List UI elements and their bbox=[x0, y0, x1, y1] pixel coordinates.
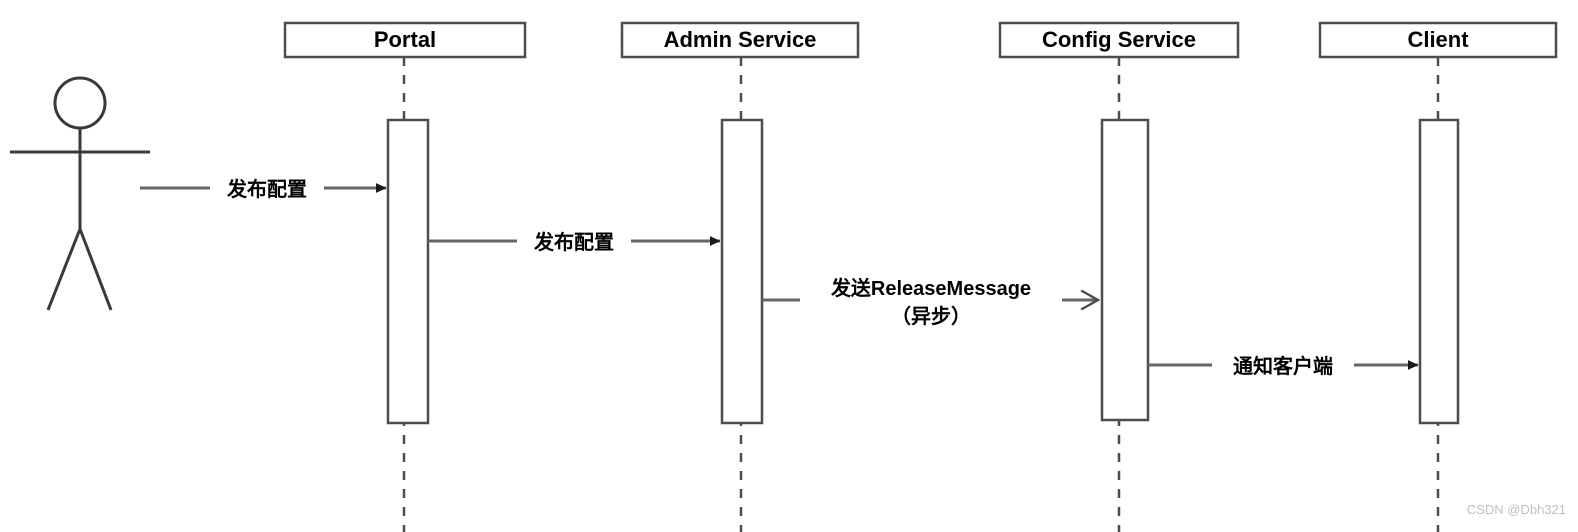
participant-headers-group: Portal Admin Service Config Service Clie… bbox=[283, 21, 1558, 59]
participant-label-client: Client bbox=[1407, 27, 1469, 52]
message-label-backdrop-3 bbox=[800, 274, 1062, 330]
message-label-2: 发布配置 bbox=[533, 230, 614, 254]
message-label-backdrop-2 bbox=[517, 225, 631, 255]
message-publish-config-actor-to-portal[interactable]: 发布配置 bbox=[140, 172, 387, 202]
actor-stick-figure bbox=[10, 76, 150, 311]
activation-bar-client bbox=[1418, 118, 1460, 425]
participant-box-config-service[interactable] bbox=[998, 21, 1240, 59]
actor-head-icon bbox=[53, 76, 107, 130]
message-label-4: 通知客户端 bbox=[1233, 354, 1333, 378]
participant-box-portal[interactable] bbox=[283, 21, 527, 59]
activation-bars-group bbox=[386, 118, 1460, 425]
watermark-label: CSDN @Dbh321 bbox=[1467, 502, 1566, 517]
actor-right-leg-line bbox=[78, 228, 113, 311]
participant-label-admin-service: Admin Service bbox=[664, 27, 817, 52]
activation-bar-admin-service bbox=[720, 118, 764, 425]
message-publish-config-portal-to-admin[interactable]: 发布配置 bbox=[428, 225, 721, 255]
message-send-release-message-admin-to-config[interactable]: 发送ReleaseMessage （异步） bbox=[762, 274, 1098, 330]
participant-box-client[interactable] bbox=[1318, 21, 1558, 59]
actor-left-leg-line bbox=[46, 228, 82, 311]
message-label-1: 发布配置 bbox=[226, 177, 307, 201]
participant-admin-service[interactable]: Admin Service bbox=[620, 21, 860, 59]
activation-bar-portal bbox=[386, 118, 430, 425]
activation-bar-config-service bbox=[1100, 118, 1150, 422]
participant-label-config-service: Config Service bbox=[1042, 27, 1196, 52]
participant-portal[interactable]: Portal bbox=[283, 21, 527, 59]
message-label-3-line-2: （异步） bbox=[891, 305, 971, 328]
participant-config-service[interactable]: Config Service bbox=[998, 21, 1240, 59]
message-label-3-line-1: 发送ReleaseMessage bbox=[830, 276, 1031, 300]
participant-box-admin-service[interactable] bbox=[620, 21, 860, 59]
participant-label-portal: Portal bbox=[374, 27, 436, 52]
message-label-backdrop-1 bbox=[210, 172, 324, 202]
message-notify-client-config-to-client[interactable]: 通知客户端 bbox=[1148, 349, 1419, 379]
participant-client[interactable]: Client bbox=[1318, 21, 1558, 59]
message-label-backdrop-4 bbox=[1212, 349, 1354, 379]
